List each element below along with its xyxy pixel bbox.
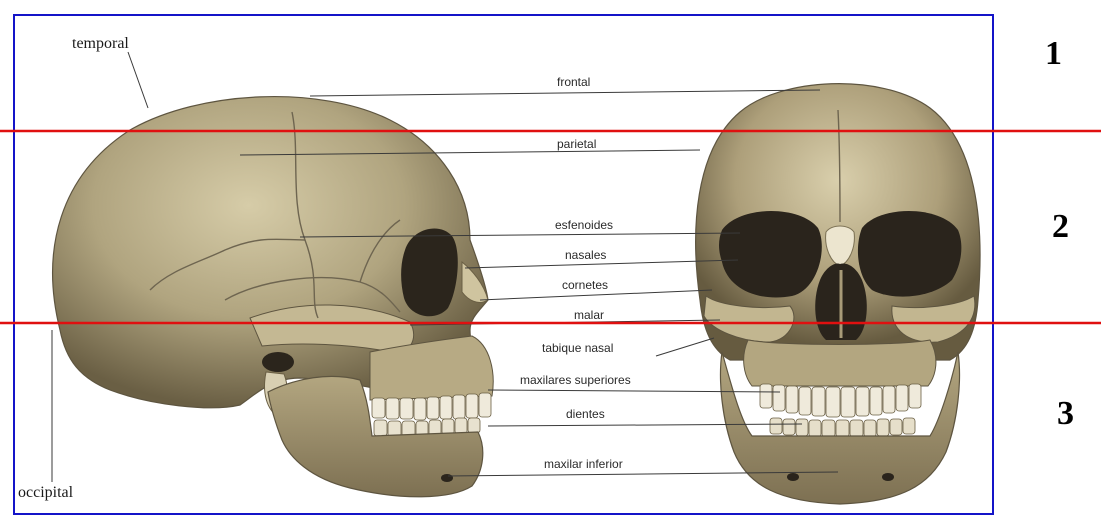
label-dientes: dientes: [566, 407, 605, 421]
zone-number-2: 2: [1052, 208, 1069, 245]
right-mental-foramen: [787, 473, 799, 481]
label-nasales: nasales: [565, 248, 606, 262]
frontal-maxilla: [744, 340, 936, 386]
label-malar: malar: [574, 308, 604, 322]
left-orbit: [858, 211, 961, 297]
label-occipital: occipital: [18, 484, 74, 501]
label-frontal: frontal: [557, 75, 590, 89]
zone-number-1: 1: [1045, 35, 1062, 72]
mental-foramen: [441, 474, 453, 482]
frontal-skull: [696, 84, 980, 504]
label-cornetes: cornetes: [562, 278, 608, 292]
label-maxilares-superiores: maxilares superiores: [520, 373, 631, 387]
frontal-lower-teeth: [770, 418, 915, 437]
label-maxilar-inferior: maxilar inferior: [544, 457, 623, 471]
label-parietal: parietal: [557, 137, 596, 151]
label-tabique-nasal: tabique nasal: [542, 341, 613, 355]
left-mental-foramen: [882, 473, 894, 481]
label-temporal: temporal: [72, 35, 129, 52]
lateral-orbit: [401, 228, 458, 316]
ear-canal: [262, 352, 294, 372]
label-esfenoides: esfenoides: [555, 218, 613, 232]
zone-number-3: 3: [1057, 395, 1074, 432]
